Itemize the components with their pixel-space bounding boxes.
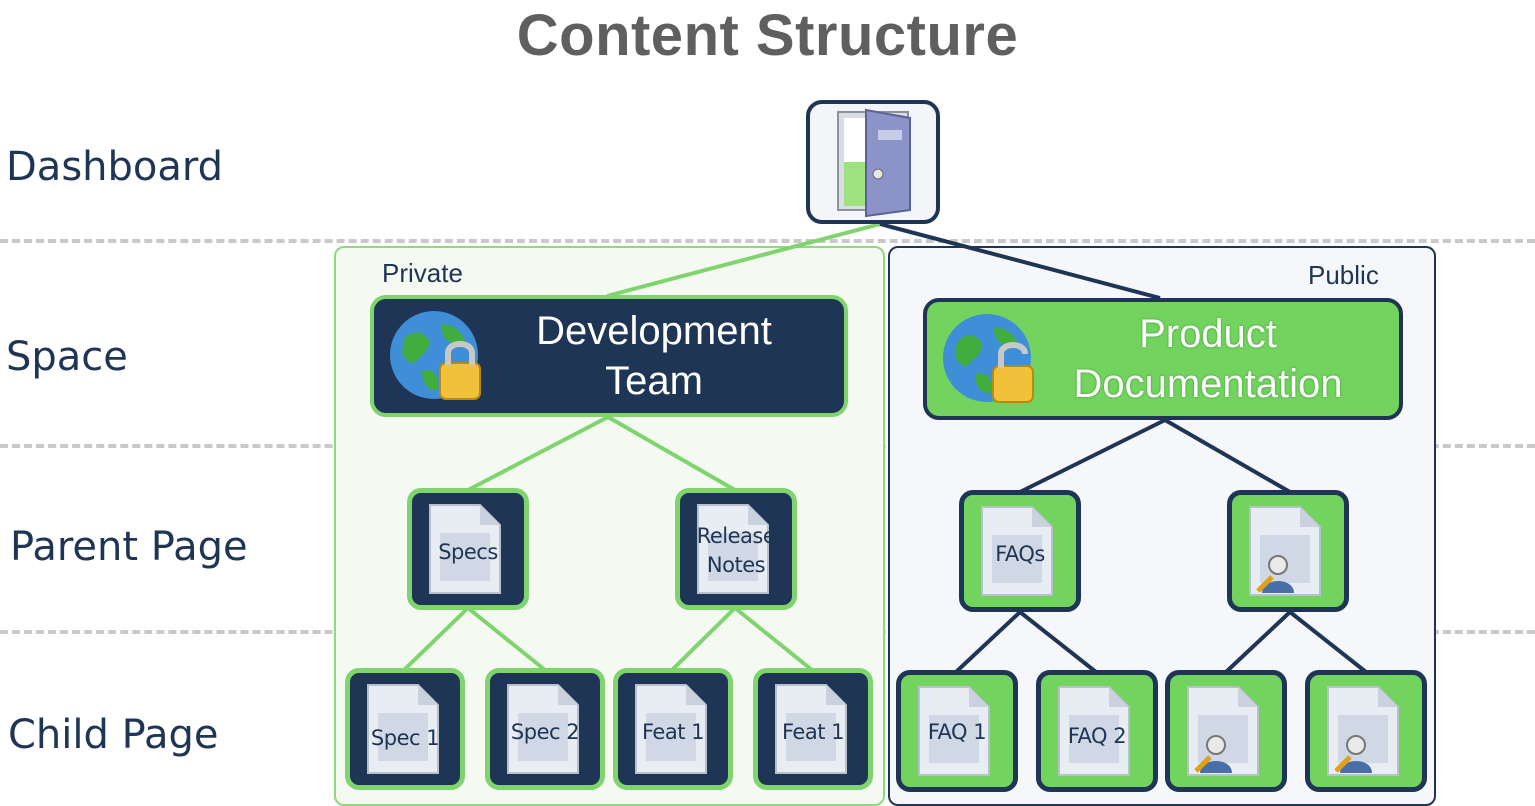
connector-userpage-child2	[1288, 610, 1368, 674]
page-title: Content Structure	[516, 3, 1019, 68]
document-icon	[918, 686, 990, 776]
child-page-faq2-label: FAQ 2	[1067, 724, 1127, 748]
child-page-spec2-label: Spec 2	[510, 720, 580, 744]
private-label: Private	[382, 258, 463, 288]
parent-page-release-notes[interactable]: Release Notes	[675, 488, 797, 610]
parent-page-faqs[interactable]: FAQs	[959, 490, 1081, 612]
document-icon	[507, 684, 579, 774]
separator-dashboard-space	[0, 239, 1535, 243]
connector-dev-specs	[467, 415, 609, 492]
globe-lock-icon	[390, 311, 481, 400]
document-icon	[775, 684, 847, 774]
user-document-icon	[1187, 686, 1259, 776]
child-page-spec1[interactable]: Spec 1	[345, 668, 465, 790]
connector-userpage-child1	[1224, 610, 1292, 674]
child-page-faq2[interactable]: FAQ 2	[1036, 670, 1158, 792]
parent-page-faqs-label: FAQs	[995, 542, 1045, 566]
child-page-feat1b[interactable]: Feat 1	[753, 668, 873, 790]
space-doc-title-line2: Documentation	[1073, 362, 1343, 406]
parent-page-specs-label: Specs	[438, 540, 498, 564]
dashboard-node[interactable]	[806, 100, 940, 224]
connector-release-feat1b	[733, 606, 814, 672]
child-page-faq1-label: FAQ 1	[927, 720, 987, 744]
connector-dev-release	[607, 415, 736, 492]
row-label-parent-page: Parent Page	[10, 524, 248, 570]
parent-page-release-line1: Release	[696, 524, 776, 548]
parent-page-release-line2: Notes	[706, 553, 766, 577]
user-document-icon	[1249, 506, 1321, 596]
public-label: Public	[1308, 260, 1379, 290]
parent-page-specs[interactable]: Specs	[407, 488, 529, 610]
document-icon	[697, 504, 769, 594]
connector-dashboard-doc	[879, 222, 1161, 300]
child-page-spec1-label: Spec 1	[370, 726, 440, 750]
child-page-feat1a[interactable]: Feat 1	[613, 668, 733, 790]
child-page-user-1[interactable]	[1165, 670, 1287, 792]
document-icon	[635, 684, 707, 774]
connector-faqs-faq1	[954, 610, 1022, 674]
row-label-child-page: Child Page	[8, 712, 219, 758]
space-dev-title-line1: Development	[536, 309, 772, 353]
child-page-user-2[interactable]	[1305, 670, 1427, 792]
row-label-dashboard: Dashboard	[6, 144, 224, 190]
document-icon	[429, 504, 501, 594]
connector-specs-spec2	[466, 606, 547, 672]
document-icon	[1058, 686, 1130, 776]
child-page-spec2[interactable]: Spec 2	[485, 668, 605, 790]
parent-page-user[interactable]	[1227, 490, 1349, 612]
space-doc-title-line1: Product	[1139, 312, 1277, 356]
document-icon	[367, 684, 439, 774]
user-document-icon	[1327, 686, 1399, 776]
space-product-documentation[interactable]: Product Documentation	[923, 298, 1403, 420]
child-page-faq1[interactable]: FAQ 1	[896, 670, 1018, 792]
space-development-team[interactable]: Development Team	[370, 295, 848, 417]
connector-doc-faqs	[1019, 418, 1166, 494]
connector-release-feat1a	[670, 606, 737, 672]
row-label-space: Space	[6, 334, 128, 380]
door-icon	[837, 108, 911, 218]
connector-faqs-faq2	[1018, 610, 1098, 674]
space-dev-title-line2: Team	[605, 359, 703, 403]
child-page-feat1b-label: Feat 1	[782, 720, 845, 744]
connector-doc-userpage	[1164, 418, 1291, 494]
document-icon	[981, 506, 1053, 596]
connector-specs-spec1	[402, 606, 470, 672]
globe-lock-icon	[943, 314, 1034, 403]
child-page-feat1a-label: Feat 1	[642, 720, 705, 744]
connector-dashboard-dev	[606, 222, 881, 298]
